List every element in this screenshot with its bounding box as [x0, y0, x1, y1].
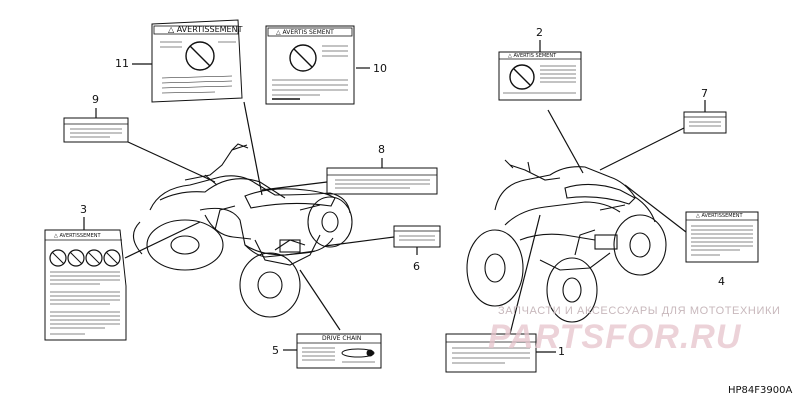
callout-1: 1: [558, 345, 565, 358]
callout-5: 5: [272, 344, 279, 357]
label-3-header: △ AVERTISSEMENT: [54, 233, 101, 239]
callout-10: 10: [373, 62, 387, 75]
label-8-graphic: [326, 167, 438, 195]
label-9-graphic: [63, 117, 129, 143]
atv-left-illustration: [132, 143, 353, 318]
label-5-header: DRIVE CHAIN: [322, 335, 362, 342]
label-7-graphic: [683, 111, 727, 134]
label-6-graphic: [393, 225, 441, 248]
label-10-header: △ AVERTIS SEMENT: [276, 29, 334, 36]
label-2-header: △ AVERTIS SEMENT: [508, 53, 557, 59]
callout-2: 2: [536, 26, 543, 39]
label-1-graphic: [445, 333, 537, 373]
label-5-graphic: [296, 333, 382, 369]
watermark-logo: PARTSFOR.RU: [488, 318, 742, 356]
atv-right-illustration: [466, 159, 667, 323]
label-11-graphic: [151, 19, 243, 103]
label-4-graphic: [685, 211, 759, 263]
label-11-header: △ AVERTISSEMENT: [168, 25, 243, 34]
callout-4: 4: [718, 275, 725, 288]
callout-8: 8: [378, 143, 385, 156]
label-2-graphic: [498, 51, 582, 101]
leader-lines: [83, 40, 706, 353]
callout-7: 7: [701, 87, 708, 100]
callout-6: 6: [413, 260, 420, 273]
callout-3: 3: [80, 203, 87, 216]
callout-11: 11: [115, 57, 129, 70]
diagram-code: HP84F3900A: [728, 385, 793, 396]
label-4-header: △ AVERTISSEMENT: [696, 213, 743, 219]
label-10-graphic: [265, 25, 355, 105]
label-3-graphic: [44, 229, 127, 341]
callout-9: 9: [92, 93, 99, 106]
watermark-tagline: ЗАПЧАСТИ И АКСЕССУАРЫ ДЛЯ МОТОТЕХНИКИ: [498, 305, 781, 317]
